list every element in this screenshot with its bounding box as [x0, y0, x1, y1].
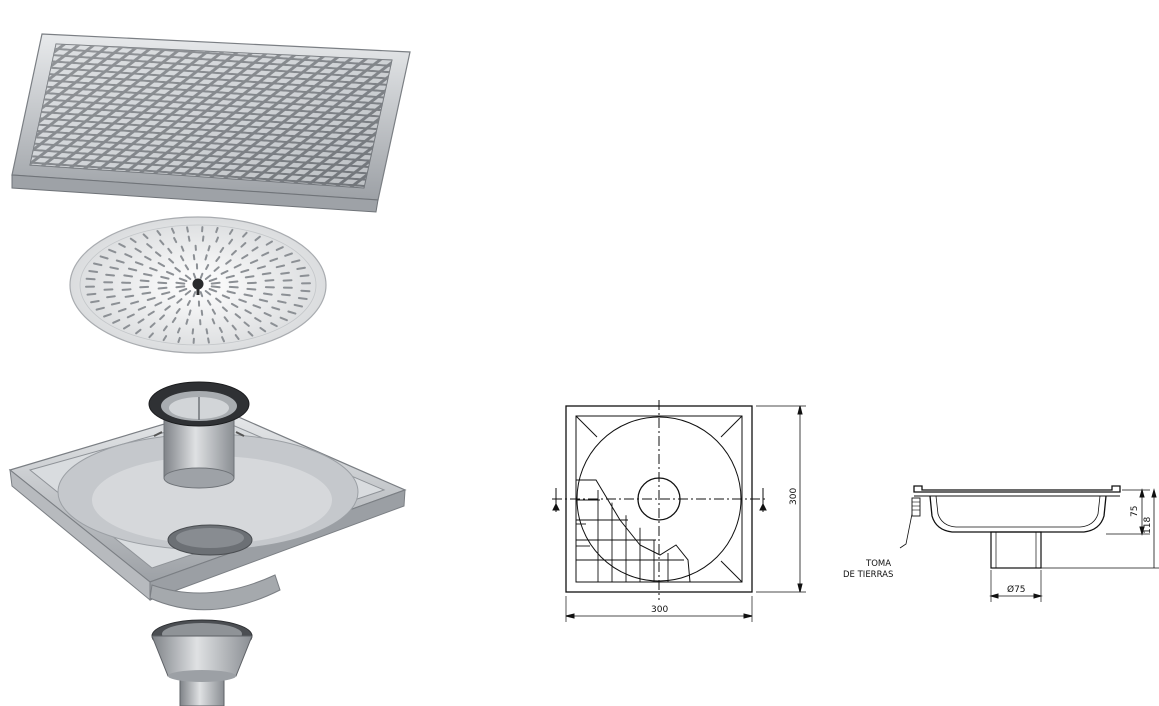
total-height-dimension: 118	[1143, 517, 1153, 534]
plan-height-dimension: 300	[789, 488, 799, 505]
bowl-depth-dimension: 75	[1130, 506, 1140, 517]
plan-view-drawing	[552, 400, 806, 622]
section-view-drawing	[899, 485, 1159, 602]
outlet-diameter-dimension: Ø75	[1007, 584, 1026, 595]
drain-body-illustration	[8, 381, 407, 611]
outlet-spigot-illustration	[151, 619, 253, 706]
plan-width-dimension: 300	[651, 605, 668, 615]
earth-terminal-label-line1: TOMA	[865, 559, 891, 569]
earth-terminal-label-line2: DE TIERRAS	[843, 570, 893, 580]
grating-illustration	[11, 33, 411, 213]
strainer-illustration	[69, 216, 327, 354]
